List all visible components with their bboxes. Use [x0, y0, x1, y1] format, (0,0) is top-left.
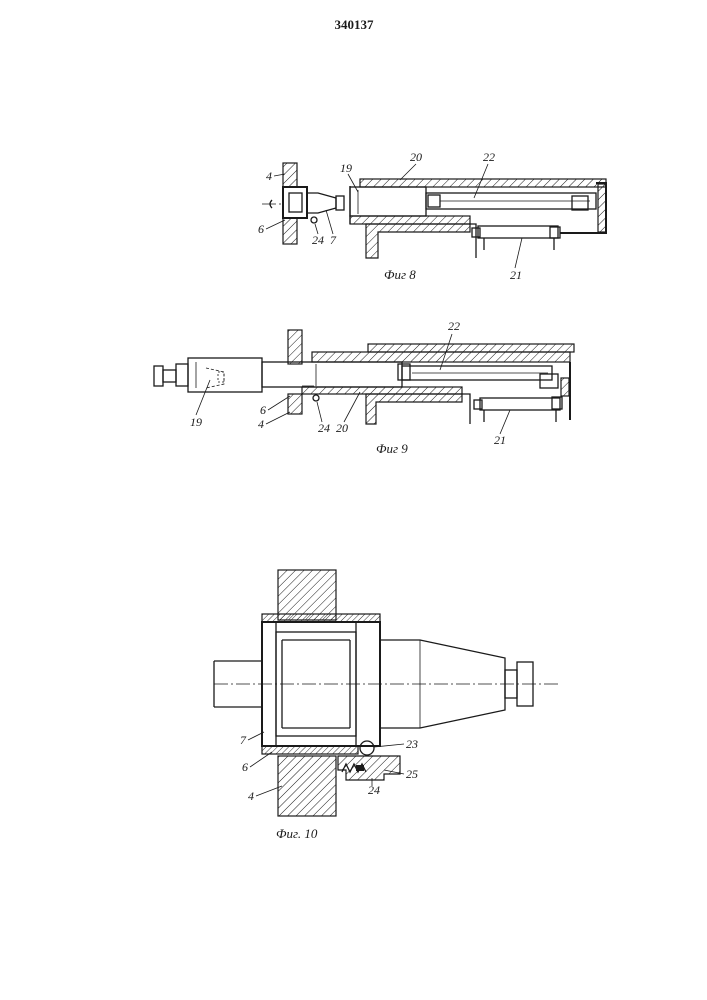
fig9-sleeve-19: [262, 362, 402, 387]
fig10-wall-upper: [278, 570, 336, 620]
fig8-base-frame: [366, 224, 470, 258]
fig9-label-4: 4: [258, 417, 264, 431]
fig8-label-4: 4: [266, 169, 272, 183]
fig9-tube-20-bottom: [302, 387, 462, 394]
fig8-caption: Фиг 8: [384, 267, 416, 282]
fig8-label-20: 20: [410, 150, 422, 164]
fig8-bush-inner: [289, 193, 302, 212]
fig10-bush-6-top: [262, 614, 380, 622]
fig8-bush-6: [283, 187, 307, 218]
fig9-label-6: 6: [260, 403, 266, 417]
fig9-guide-22: [368, 344, 574, 352]
fig8-label-22: 22: [483, 150, 495, 164]
fig8-label-6: 6: [258, 222, 264, 236]
fig8-cylinder-21: [478, 226, 558, 238]
fig8-label-21: 21: [510, 268, 522, 282]
fig10-bush-6-bottom: [262, 746, 358, 754]
figure-8: 4 6 24 7 19 20 22 21 Фиг 8: [258, 150, 606, 282]
fig9-label-22: 22: [448, 319, 460, 333]
fig8-label-19: 19: [340, 161, 352, 175]
fig9-cartridge: [188, 358, 262, 392]
fig9-label-20: 20: [336, 421, 348, 435]
fig9-wall-lower: [288, 394, 302, 414]
fig9-caption: Фиг 9: [376, 441, 408, 456]
fig9-tube-20-top: [312, 352, 570, 362]
fig9-label-24: 24: [318, 421, 330, 435]
fig9-label-21: 21: [494, 433, 506, 447]
fig9-latch-24: [313, 395, 319, 401]
fig8-tube-20-top: [360, 179, 606, 187]
fig8-label-7: 7: [330, 233, 337, 247]
fig8-tool-taper-7: [307, 193, 336, 213]
fig9-tool-tip: [163, 370, 176, 382]
fig8-label-24: 24: [312, 233, 324, 247]
fig10-label-23: 23: [406, 737, 418, 751]
fig10-label-4: 4: [248, 789, 254, 803]
fig10-label-6: 6: [242, 760, 248, 774]
fig9-label-19: 19: [190, 415, 202, 429]
fig10-label-7: 7: [240, 733, 247, 747]
fig8-wall-lower: [283, 218, 297, 244]
figure-9: 22 19 6 4 24 20 21 Фиг 9: [154, 319, 574, 456]
fig8-tool-flange: [336, 196, 344, 210]
patent-number: 340137: [335, 17, 375, 32]
fig9-cylinder-21: [480, 398, 560, 410]
fig8-latch-24: [311, 217, 317, 223]
fig10-caption: Фиг. 10: [276, 826, 318, 841]
figure-10: 7 6 4 23 25 24 Фиг. 10: [214, 570, 560, 841]
fig10-wall-lower: [278, 756, 336, 816]
fig8-sleeve-19: [350, 187, 426, 216]
fig9-wall-upper: [288, 330, 302, 364]
fig10-label-25: 25: [406, 767, 418, 781]
fig10-label-24: 24: [368, 783, 380, 797]
fig8-tube-20-bottom: [350, 216, 470, 224]
fig9-base-frame: [366, 394, 462, 424]
fig8-wall-upper: [283, 163, 297, 187]
fig10-ball-23: [360, 741, 374, 755]
